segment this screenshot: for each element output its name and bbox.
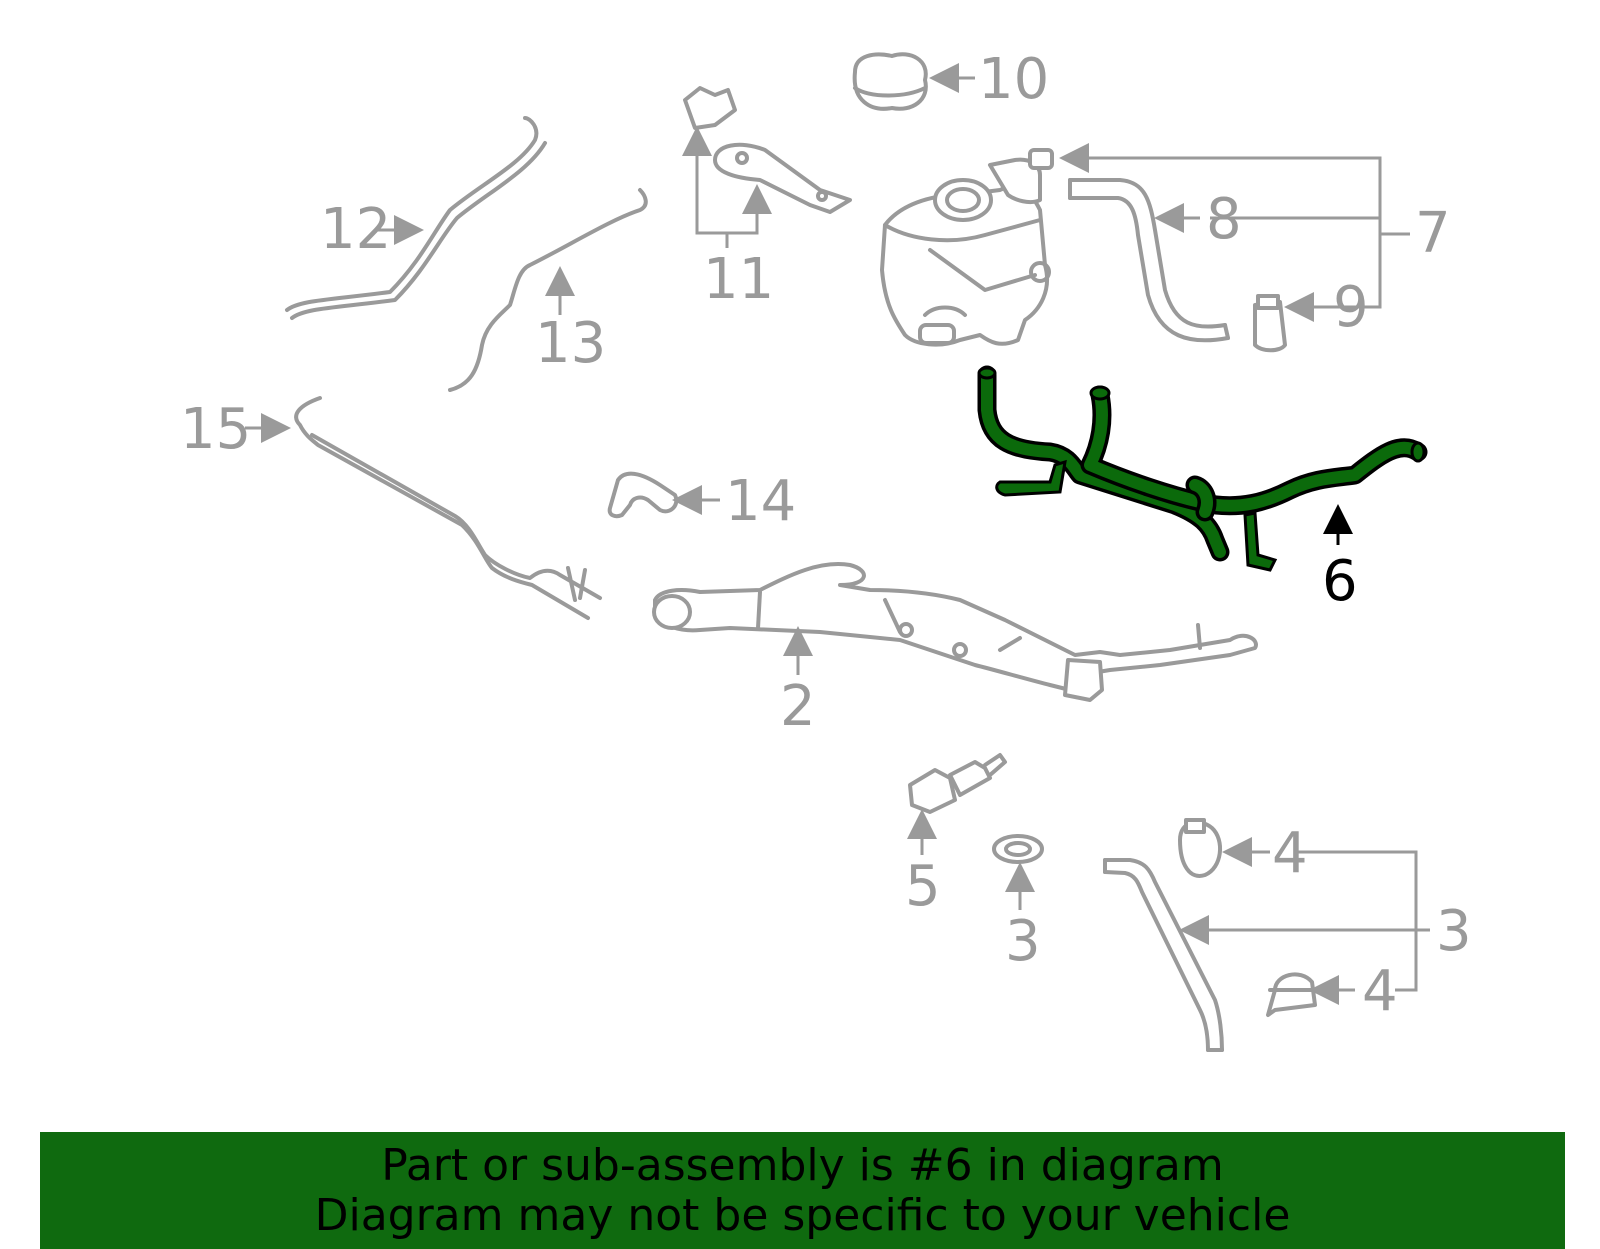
part-9-clamp bbox=[1253, 294, 1287, 353]
part-8-hose bbox=[1068, 178, 1230, 343]
svg-text:11: 11 bbox=[703, 247, 774, 312]
callout-14: 14 bbox=[672, 469, 796, 534]
svg-text:9: 9 bbox=[1333, 275, 1369, 340]
svg-text:4: 4 bbox=[1272, 821, 1308, 886]
banner-line-disclaimer: Diagram may not be specific to your vehi… bbox=[314, 1189, 1291, 1241]
part-6-coolant-pipe bbox=[977, 365, 1428, 572]
part-7-reservoir-tank bbox=[880, 148, 1054, 347]
svg-text:10: 10 bbox=[978, 47, 1049, 112]
part-1-pipe-assembly bbox=[652, 562, 1258, 702]
part-10-cap bbox=[852, 52, 928, 111]
svg-text:15: 15 bbox=[180, 397, 251, 462]
callout-13: 13 bbox=[535, 266, 606, 376]
svg-text:13: 13 bbox=[535, 311, 606, 376]
svg-text:3: 3 bbox=[1005, 909, 1041, 974]
svg-text:7: 7 bbox=[1415, 201, 1451, 266]
part-14-hose bbox=[607, 471, 679, 519]
part-3-hose bbox=[1103, 858, 1224, 1052]
part-5-temperature-sensor bbox=[908, 753, 1007, 814]
svg-text:8: 8 bbox=[1206, 187, 1242, 252]
parts-diagram: 12 13 11 10 bbox=[180, 47, 1472, 1052]
part-2-gasket bbox=[992, 834, 1044, 864]
callout-2: 3 bbox=[1005, 862, 1041, 974]
banner-line-part: Part or sub-assembly is #6 in diagram bbox=[381, 1139, 1224, 1191]
svg-text:4: 4 bbox=[1362, 959, 1398, 1024]
callout-15: 15 bbox=[180, 397, 291, 462]
callout-5: 5 bbox=[905, 809, 941, 919]
svg-text:3: 3 bbox=[1436, 899, 1472, 964]
part-4-clamp-upper bbox=[1178, 818, 1223, 878]
svg-text:6: 6 bbox=[1322, 549, 1358, 614]
part-4-clamp-lower bbox=[1266, 972, 1322, 1017]
svg-text:12: 12 bbox=[320, 197, 391, 262]
svg-text:5: 5 bbox=[905, 854, 941, 919]
svg-text:2: 2 bbox=[780, 674, 816, 739]
callout-12: 12 bbox=[320, 197, 424, 262]
callout-6: 6 bbox=[1322, 504, 1358, 614]
callout-11: 11 bbox=[682, 126, 774, 312]
part-11-bracket bbox=[683, 86, 852, 214]
part-15-pipe bbox=[294, 396, 602, 620]
part-12-hose bbox=[285, 116, 547, 320]
callout-7-group: 7 8 9 bbox=[1059, 143, 1451, 340]
part-13-hose bbox=[448, 188, 648, 392]
callout-10: 10 bbox=[929, 47, 1049, 112]
info-banner: Part or sub-assembly is #6 in diagram Di… bbox=[40, 1132, 1565, 1249]
callout-1: 2 bbox=[780, 626, 816, 739]
callout-3-group: 4 3 4 bbox=[1179, 821, 1472, 1024]
svg-text:14: 14 bbox=[725, 469, 796, 534]
